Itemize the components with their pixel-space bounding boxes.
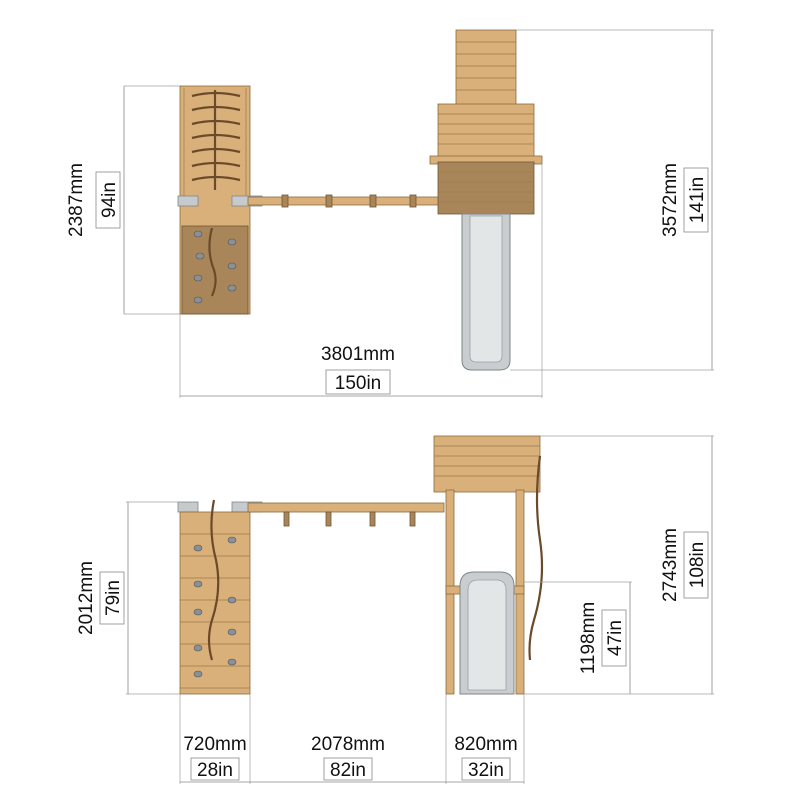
top-beam bbox=[247, 194, 441, 208]
front-beam-span-mm: 2078mm bbox=[311, 734, 385, 755]
front-right-width-in: 32in bbox=[468, 760, 504, 781]
front-overall-height-in: 108in bbox=[687, 542, 708, 589]
top-right-unit bbox=[429, 29, 543, 371]
front-deck-height-in: 47in bbox=[605, 620, 626, 656]
top-view: 2387mm 94in 3572mm 141in 3801mm 150in bbox=[66, 29, 714, 398]
front-right-unit bbox=[433, 435, 544, 695]
dim-front-widths: 720mm 28in 2078mm 82in 820mm 32in bbox=[179, 694, 525, 784]
dim-top-width: 3801mm 150in bbox=[179, 164, 543, 398]
climbing-holds-top bbox=[193, 230, 237, 304]
dim-top-left-depth: 2387mm 94in bbox=[66, 85, 180, 315]
dim-top-right-depth: 3572mm 141in bbox=[510, 29, 714, 371]
front-left-width-mm: 720mm bbox=[183, 734, 246, 755]
front-left-height-mm: 2012mm bbox=[76, 561, 97, 635]
top-width-in: 150in bbox=[335, 373, 382, 394]
top-left-unit bbox=[177, 85, 263, 315]
front-left-height-in: 79in bbox=[103, 580, 124, 616]
front-beam bbox=[247, 502, 445, 527]
dim-front-left-height: 2012mm 79in bbox=[76, 501, 180, 695]
front-left-width-in: 28in bbox=[197, 760, 233, 781]
top-right-depth-mm: 3572mm bbox=[660, 163, 681, 237]
dim-front-deck-height: 1198mm 47in bbox=[524, 581, 632, 695]
top-right-depth-in: 141in bbox=[687, 177, 708, 224]
top-left-depth-in: 94in bbox=[99, 182, 120, 218]
front-beam-span-in: 82in bbox=[330, 760, 366, 781]
top-width-mm: 3801mm bbox=[321, 344, 395, 365]
rope-ladder bbox=[183, 88, 247, 196]
front-view: 2012mm 79in 1198mm 47in 2743mm 108in bbox=[76, 435, 714, 784]
front-left-unit bbox=[177, 499, 263, 695]
top-left-depth-mm: 2387mm bbox=[66, 163, 87, 237]
front-deck-height-mm: 1198mm bbox=[578, 602, 599, 675]
climbing-holds-front bbox=[193, 536, 237, 678]
front-right-width-mm: 820mm bbox=[454, 734, 517, 755]
dim-front-overall-height: 2743mm 108in bbox=[540, 435, 714, 695]
front-overall-height-mm: 2743mm bbox=[660, 528, 681, 602]
